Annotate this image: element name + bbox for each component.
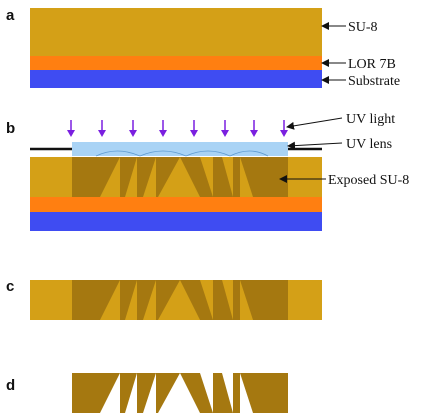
panel-letter-b: b: [6, 120, 15, 137]
uv-arrow: [159, 120, 167, 137]
uv-light-callout-line: [286, 117, 343, 130]
panel-letter-d: d: [6, 377, 15, 394]
uv-arrow: [98, 120, 106, 137]
su8-layer: [30, 8, 322, 56]
uv-arrow: [129, 120, 137, 137]
panel-b: b: [6, 112, 409, 231]
substrate-layer: [30, 212, 322, 231]
panel-letter-c: c: [6, 278, 14, 295]
uv-arrow: [221, 120, 229, 137]
uv-lens: [72, 142, 288, 156]
lor-label: LOR 7B: [348, 57, 396, 72]
uv-arrow: [190, 120, 198, 137]
panel-a: a SU-8 LOR 7B Substrate: [6, 7, 400, 89]
substrate-layer: [30, 70, 322, 88]
exposed-su8-triangles: [100, 157, 253, 197]
panel-c: c: [6, 278, 322, 320]
structure-gaps: [100, 373, 253, 413]
su8-label: SU-8: [348, 20, 378, 35]
uv-arrow: [280, 120, 288, 137]
panel-letter-a: a: [6, 7, 15, 24]
uv-lens-curves: [95, 150, 269, 157]
uv-lens-callout-line: [287, 141, 343, 150]
lor-layer: [30, 56, 322, 70]
uv-lens-label: UV lens: [346, 137, 392, 152]
uv-light-label: UV light: [346, 112, 395, 127]
uv-arrow: [250, 120, 258, 137]
uv-arrows: [67, 120, 288, 137]
substrate-label: Substrate: [348, 74, 400, 89]
uv-arrow: [67, 120, 75, 137]
lor-layer: [30, 197, 322, 212]
panel-d: d: [6, 373, 288, 413]
exposed-su8-triangles: [100, 280, 253, 320]
exposed-su8-label: Exposed SU-8: [328, 173, 409, 188]
